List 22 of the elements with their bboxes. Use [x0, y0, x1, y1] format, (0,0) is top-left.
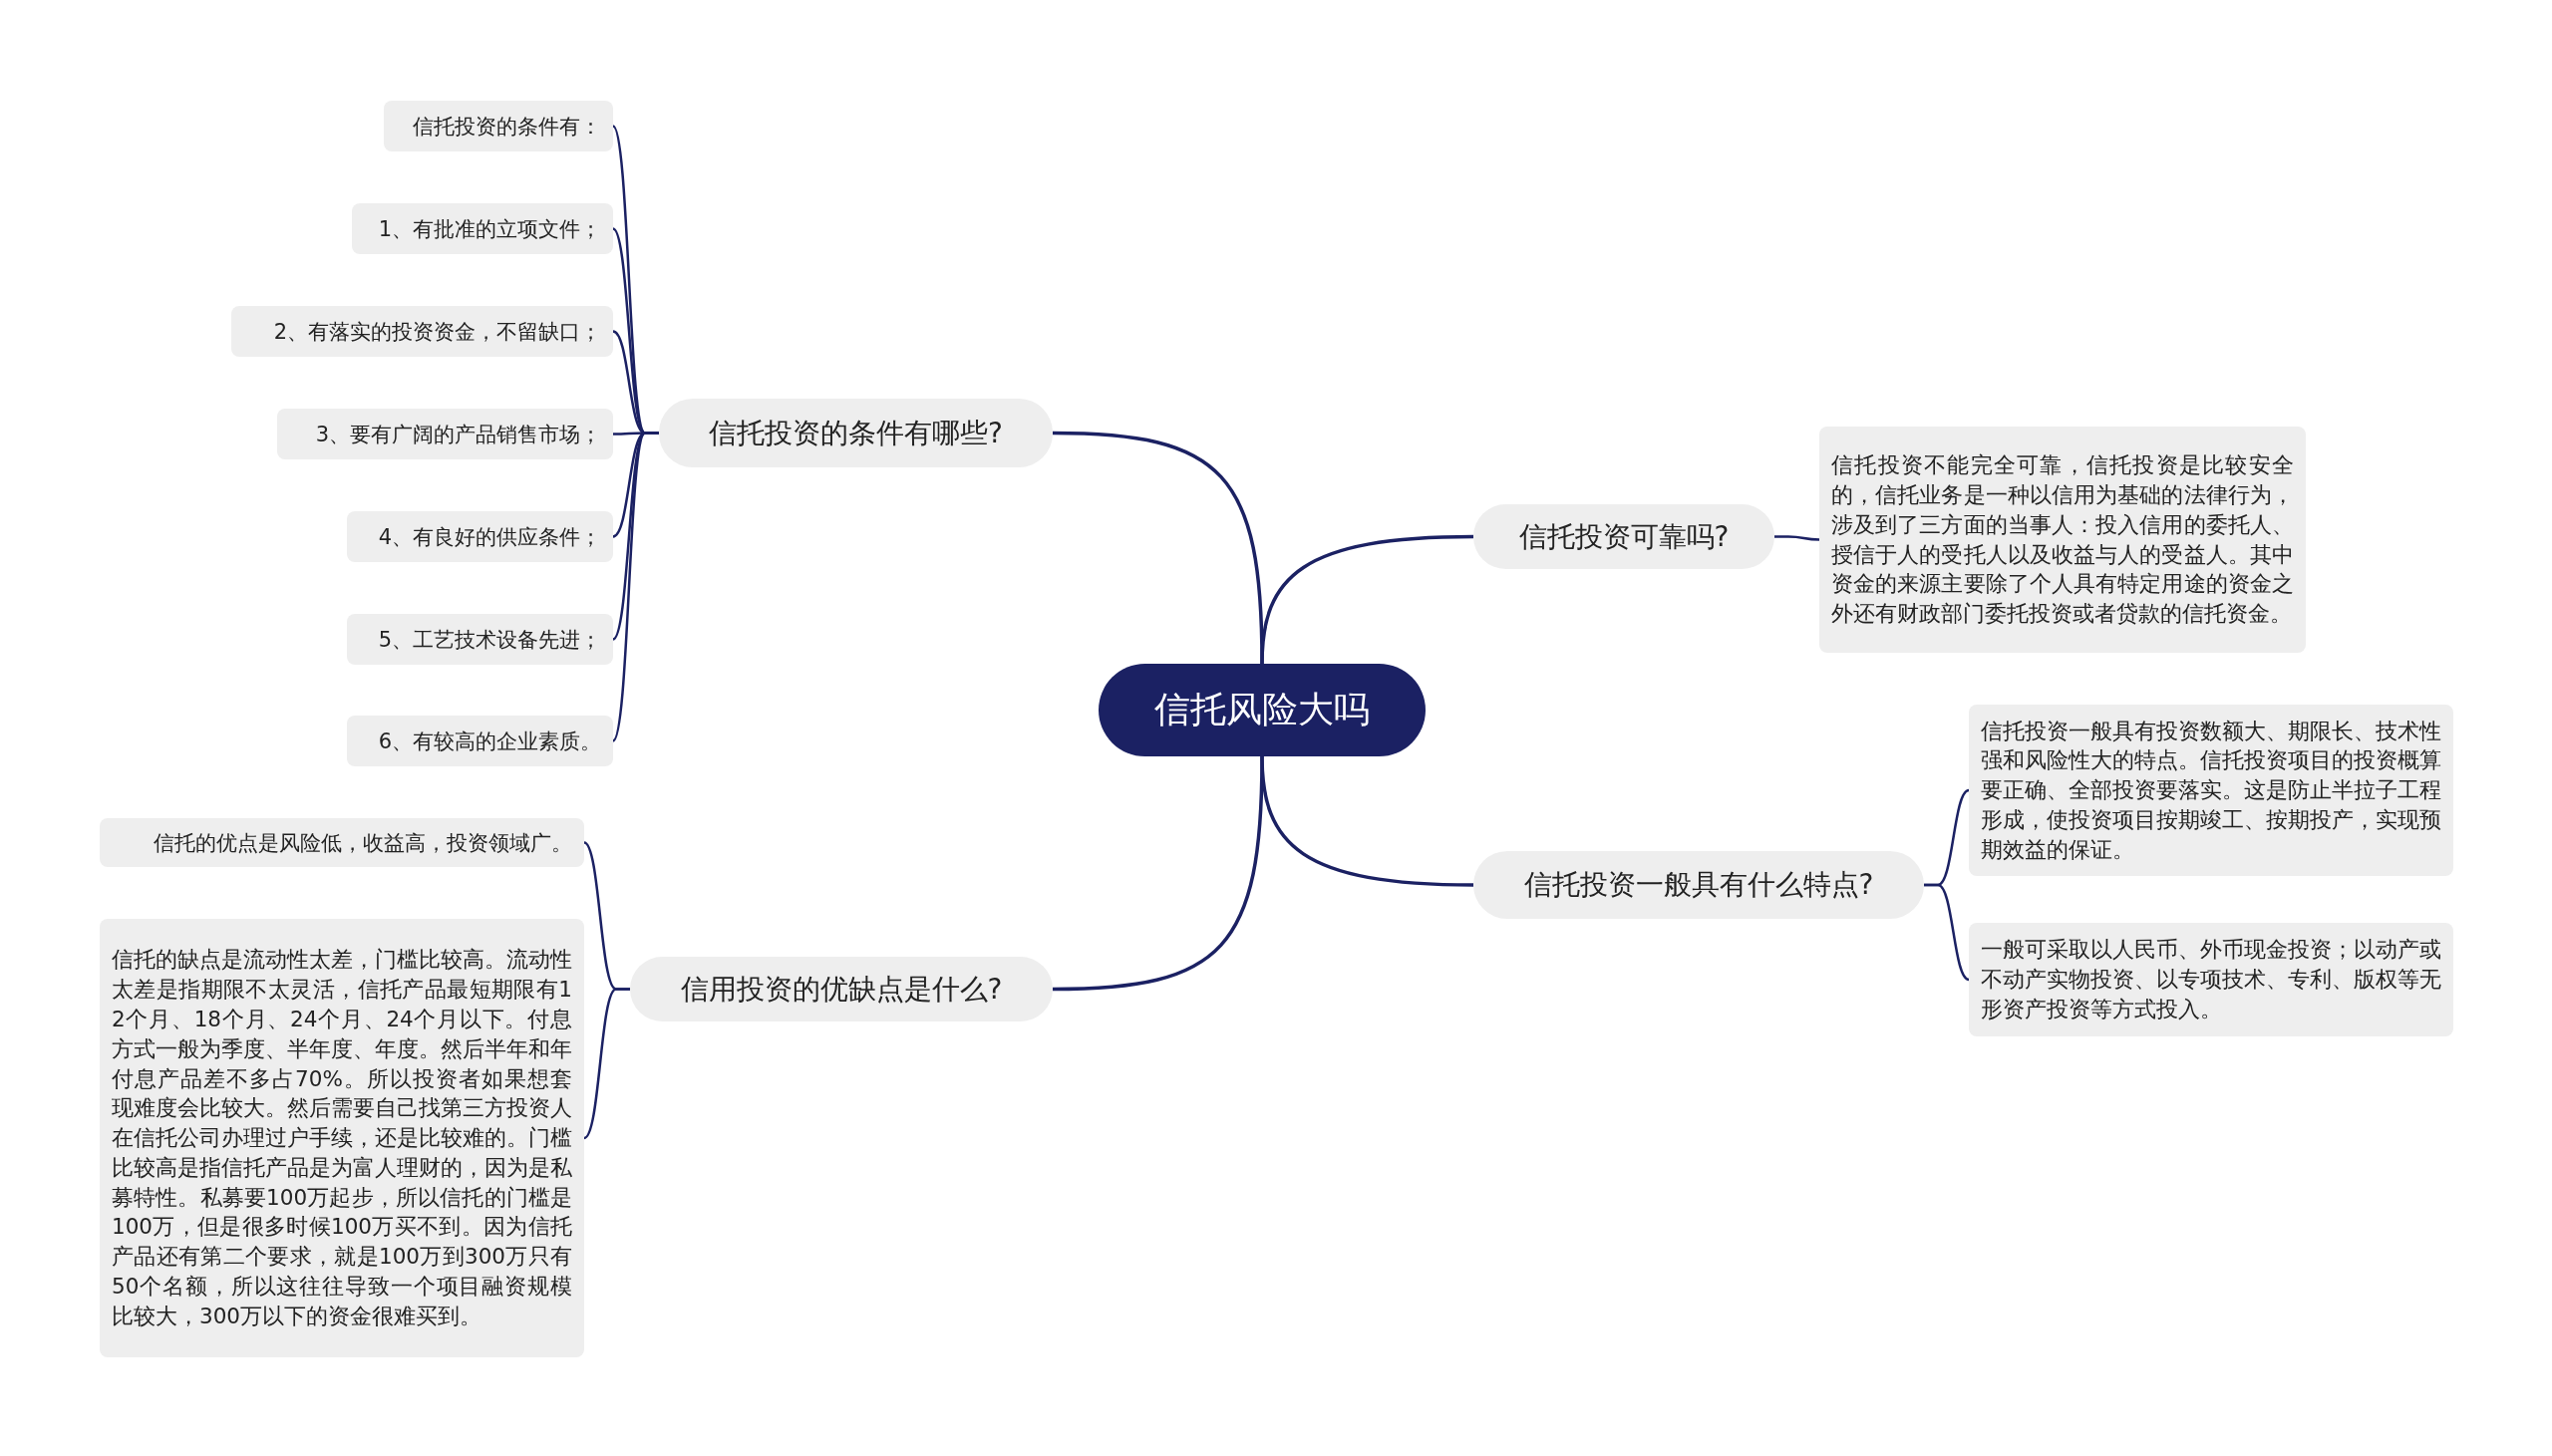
subtopic-box: 4、有良好的供应条件；: [347, 511, 613, 562]
subtopic-box: 信托投资的条件有：: [384, 101, 613, 151]
connector-line: [1924, 883, 1970, 982]
topic-box: 信托投资可靠吗?: [1473, 504, 1774, 569]
subtopic-box: 3、要有广阔的产品销售市场；: [277, 409, 613, 459]
connector-line: [1260, 534, 1474, 665]
subtopic-box: 2、有落实的投资资金，不留缺口；: [231, 306, 613, 357]
topic-box: 信托投资一般具有什么特点?: [1473, 851, 1924, 919]
subtopic-box: 6、有较高的企业素质。: [347, 716, 613, 766]
topic-box: 信托投资的条件有哪些?: [659, 399, 1053, 467]
topic-box: 信用投资的优缺点是什么?: [630, 957, 1053, 1021]
connector-line: [583, 988, 630, 1139]
central-topic: 信托风险大吗: [1099, 664, 1426, 756]
note-box: 信托投资一般具有投资数额大、期限长、技术性强和风险性大的特点。信托投资项目的投资概算要正确、全部投资要落实。这是防止半拉子工程形成，使投资项目按期竣工、按期投产，实现预期效益的保证。: [1969, 705, 2453, 876]
subtopic-box: 信托的优点是风险低，收益高，投资领域广。: [100, 818, 584, 867]
connector-line: [1774, 535, 1820, 541]
note-box: 信托投资不能完全可靠，信托投资是比较安全的，信托业务是一种以信用为基础的法律行为，涉及到了三方面的当事人：投入信用的委托人、授信于人的受托人以及收益与人的受益人。其中资金的来源主要除了个人具有特定用途的资金之外还有财政部门委托投资或者贷款的信托资金。: [1819, 427, 2306, 653]
connector-line: [1260, 755, 1474, 887]
subtopic-box: 1、有批准的立项文件；: [352, 203, 613, 254]
note-box: 信托的缺点是流动性太差，门槛比较高。流动性太差是指期限不太灵活，信托产品最短期限有12个月、18个月、24个月、24个月以下。付息方式一般为季度、半年度、年度。然后半年和年付息产品差不多占70%。所以投资者如果想套现难度会比较大。然后需要自己找第三方投资人在信托公司办理过户手续，还是比较难的。门槛比较高是指信托产品是为富人理财的，因为是私募特性。私募要100万起步，所以信托的门槛是100万，但是很多时候100万买不到。因为信托产品还有第二个要求，就是100万到300万只有50个名额，所以这往往导致一个项目融资规模比较大，300万以下的资金很难买到。: [100, 919, 584, 1357]
note-box: 一般可采取以人民币、外币现金投资；以动产或不动产实物投资、以专项技术、专利、版权等无形资产投资等方式投入。: [1969, 923, 2453, 1036]
subtopic-box: 5、工艺技术设备先进；: [347, 614, 613, 665]
